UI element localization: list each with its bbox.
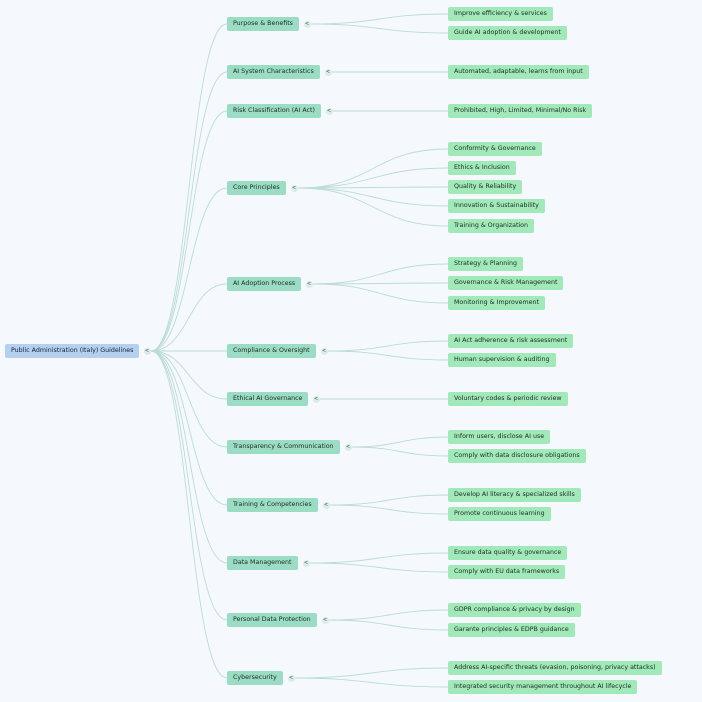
leaf-node[interactable]: Comply with EU data frameworks <box>448 565 566 579</box>
connector-line <box>294 667 449 679</box>
category-collapse-toggle[interactable]: < <box>287 674 295 682</box>
connector-line <box>312 283 449 304</box>
leaf-node[interactable]: Governance & Risk Management <box>448 276 564 290</box>
connector-line <box>328 609 449 621</box>
category-node[interactable]: Transparency & Communication <box>227 440 340 454</box>
leaf-node[interactable]: Monitoring & Improvement <box>448 296 545 310</box>
connector-line <box>294 677 449 688</box>
leaf-node[interactable]: Prohibited, High, Limited, Minimal/No Ri… <box>448 104 593 118</box>
category-node[interactable]: Compliance & Oversight <box>227 344 316 358</box>
leaf-node[interactable]: Ensure data quality & governance <box>448 546 568 560</box>
connector-line <box>297 187 449 207</box>
leaf-node[interactable]: GDPR compliance & privacy by design <box>448 603 581 617</box>
category-collapse-toggle[interactable]: < <box>322 501 330 509</box>
connector-line <box>351 436 449 448</box>
leaf-node[interactable]: Comply with data disclosure obligations <box>448 449 586 463</box>
leaf-node[interactable]: Develop AI literacy & specialized skills <box>448 488 581 502</box>
leaf-node[interactable]: Address AI-specific threats (evasion, po… <box>448 661 662 675</box>
connector-line <box>297 148 449 189</box>
category-node[interactable]: Cybersecurity <box>227 671 283 685</box>
connector-line <box>312 263 449 285</box>
connector-line <box>310 23 449 34</box>
connector-line <box>150 23 228 352</box>
leaf-node[interactable]: Strategy & Planning <box>448 257 524 271</box>
leaf-node[interactable]: Human supervision & auditing <box>448 353 556 367</box>
category-collapse-toggle[interactable]: < <box>320 347 328 355</box>
category-collapse-toggle[interactable]: < <box>324 68 332 76</box>
connector-line <box>310 13 449 25</box>
connector-line <box>297 167 449 189</box>
leaf-node[interactable]: Promote continuous learning <box>448 507 551 521</box>
connector-line <box>150 283 228 352</box>
root-collapse-toggle[interactable]: < <box>143 347 151 355</box>
connector-line <box>150 350 228 448</box>
connector-line <box>351 446 449 457</box>
connector-line <box>328 619 449 631</box>
connector-line <box>329 494 449 506</box>
leaf-node[interactable]: Ethics & Inclusion <box>448 161 516 175</box>
connector-line <box>150 350 228 400</box>
connector-line <box>150 350 228 679</box>
category-node[interactable]: Training & Competencies <box>227 498 318 512</box>
leaf-node[interactable]: Garante principles & EDPB guidance <box>448 623 575 637</box>
connector-line <box>297 186 449 189</box>
category-node[interactable]: AI Adoption Process <box>227 277 302 291</box>
connector-line <box>329 504 449 515</box>
root-node[interactable]: Public Administration (Italy) Guidelines <box>5 344 140 358</box>
leaf-node[interactable]: Inform users, disclose AI use <box>448 430 551 444</box>
connector-line <box>327 340 449 352</box>
category-collapse-toggle[interactable]: < <box>305 280 313 288</box>
connector-line <box>150 110 228 352</box>
leaf-node[interactable]: Integrated security management throughou… <box>448 680 638 694</box>
leaf-node[interactable]: Innovation & Sustainability <box>448 199 545 213</box>
leaf-node[interactable]: Conformity & Governance <box>448 142 542 156</box>
category-collapse-toggle[interactable]: < <box>321 616 329 624</box>
category-collapse-toggle[interactable]: < <box>290 184 298 192</box>
connector-line <box>150 71 228 352</box>
category-collapse-toggle[interactable]: < <box>325 107 333 115</box>
leaf-node[interactable]: Guide AI adoption & development <box>448 26 567 40</box>
category-node[interactable]: Core Principles <box>227 181 286 195</box>
connector-line <box>150 350 228 621</box>
category-node[interactable]: Risk Classification (AI Act) <box>227 104 321 118</box>
category-collapse-toggle[interactable]: < <box>312 395 320 403</box>
leaf-node[interactable]: Automated, adaptable, learns from input <box>448 65 589 79</box>
category-node[interactable]: Personal Data Protection <box>227 613 317 627</box>
connector-line <box>150 350 228 506</box>
category-node[interactable]: Purpose & Benefits <box>227 17 299 31</box>
connector-line <box>309 562 449 573</box>
category-collapse-toggle[interactable]: < <box>302 559 310 567</box>
category-collapse-toggle[interactable]: < <box>344 443 352 451</box>
category-node[interactable]: AI System Characteristics <box>227 65 320 79</box>
connector-line <box>312 282 449 285</box>
connector-line <box>150 187 228 352</box>
leaf-node[interactable]: AI Act adherence & risk assessment <box>448 334 574 348</box>
leaf-node[interactable]: Quality & Reliability <box>448 180 523 194</box>
connector-line <box>309 552 449 564</box>
connector-line <box>327 350 449 361</box>
category-node[interactable]: Ethical AI Governance <box>227 392 309 406</box>
leaf-node[interactable]: Training & Organization <box>448 219 535 233</box>
category-collapse-toggle[interactable]: < <box>303 20 311 28</box>
leaf-node[interactable]: Improve efficiency & services <box>448 7 553 21</box>
leaf-node[interactable]: Voluntary codes & periodic review <box>448 392 568 406</box>
connector-line <box>150 350 228 564</box>
connector-line <box>297 187 449 227</box>
category-node[interactable]: Data Management <box>227 556 298 570</box>
